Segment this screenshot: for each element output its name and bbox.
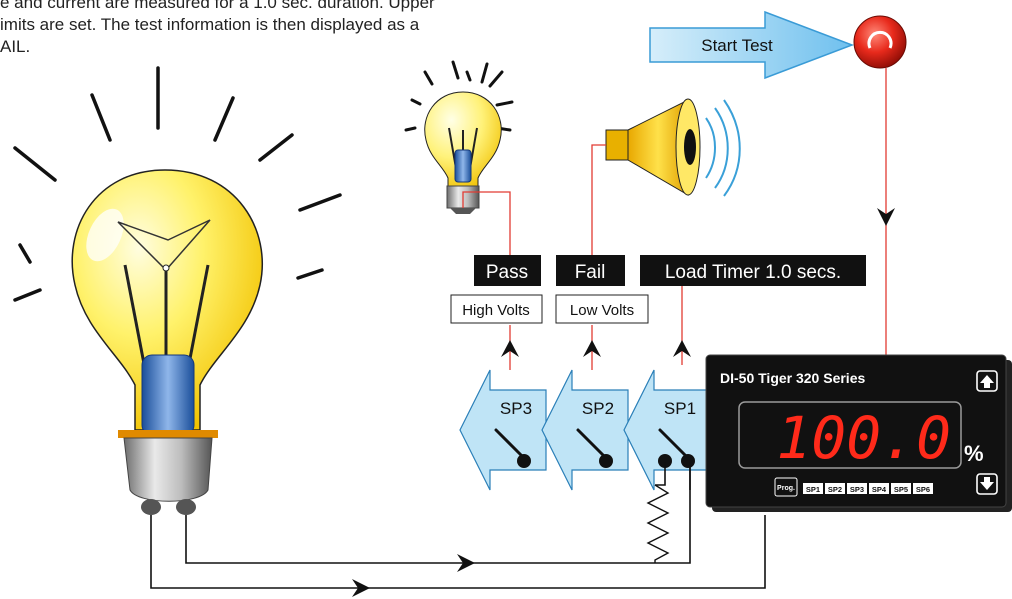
svg-text:Fail: Fail xyxy=(575,262,606,283)
red-wires xyxy=(462,68,887,370)
prog-button[interactable] xyxy=(774,477,798,497)
sp-button-sp4[interactable]: SP4 xyxy=(869,483,889,494)
contact-dot xyxy=(599,454,613,468)
high-volts-label-box: High Volts xyxy=(450,294,543,324)
bulb-icon xyxy=(71,169,264,515)
sp-button-label: SP2 xyxy=(828,485,842,494)
sp-button-label: SP5 xyxy=(894,485,908,494)
relay-sp1: SP1 xyxy=(623,369,711,491)
setpoint-label: SP2 xyxy=(582,399,614,418)
intro-line-1: e and current are measured for a 1.0 sec… xyxy=(0,0,435,12)
intro-text: e and current are measured for a 1.0 sec… xyxy=(0,0,575,58)
sp-button-sp3[interactable]: SP3 xyxy=(847,483,867,494)
setpoint-label: SP3 xyxy=(500,399,532,418)
black-wires xyxy=(150,462,766,589)
sp-button-sp1[interactable]: SP1 xyxy=(803,483,823,494)
svg-text:High Volts: High Volts xyxy=(462,302,530,319)
arrow-head-up xyxy=(501,340,519,357)
load-timer-label-box: Load Timer 1.0 secs. xyxy=(640,255,866,286)
sp-button-label: SP3 xyxy=(850,485,864,494)
arrow-head-down xyxy=(877,208,895,226)
digital-display xyxy=(738,401,962,469)
sp-button-label: SP4 xyxy=(872,485,887,494)
svg-text:Pass: Pass xyxy=(486,262,528,283)
sp-button-sp2[interactable]: SP2 xyxy=(825,483,845,494)
bulb-rays xyxy=(13,66,342,302)
contact-dot xyxy=(681,454,695,468)
sp-button-row: SP1 SP2 SP3 SP4 SP5 SP6 xyxy=(803,483,933,494)
start-test-arrow: Start Test xyxy=(649,10,855,80)
sp-button-label: SP1 xyxy=(806,485,820,494)
intro-line-2: imits are set. The test information is t… xyxy=(0,15,420,34)
arrow-head-up xyxy=(673,340,691,357)
speaker-icon xyxy=(605,98,741,197)
setpoint-relays: SP3 SP2 SP1 xyxy=(459,369,711,491)
contact-dot xyxy=(517,454,531,468)
svg-text:Load Timer 1.0 secs.: Load Timer 1.0 secs. xyxy=(665,262,841,283)
svg-text:Prog.: Prog. xyxy=(777,485,795,492)
arrow-head-right xyxy=(457,554,475,572)
svg-text:Low Volts: Low Volts xyxy=(570,302,634,319)
sp-button-label: SP6 xyxy=(916,485,930,494)
low-volts-label-box: Low Volts xyxy=(555,294,649,324)
arrow-head-up xyxy=(583,340,601,357)
display-reading: 100.0 xyxy=(776,404,951,472)
setpoint-label: SP1 xyxy=(664,399,696,418)
relay-sp3: SP3 xyxy=(459,369,547,491)
resistor-icon xyxy=(646,484,670,563)
contact-dot xyxy=(658,454,672,468)
sp-button-sp6[interactable]: SP6 xyxy=(913,483,933,494)
arrow-head-right xyxy=(352,579,370,597)
intro-line-3: AIL. xyxy=(0,37,31,56)
sp-button-sp5[interactable]: SP5 xyxy=(891,483,911,494)
start-test-label: Start Test xyxy=(701,36,773,55)
pass-label-box: Pass xyxy=(474,255,541,286)
relay-sp2: SP2 xyxy=(541,369,629,491)
meter-title: DI-50 Tiger 320 Series xyxy=(720,370,865,386)
fail-label-box: Fail xyxy=(556,255,625,286)
panel-meter: DI-50 Tiger 320 Series 100.0 % Prog. SP1… xyxy=(705,354,1012,512)
start-test-button[interactable] xyxy=(853,15,907,69)
display-unit: % xyxy=(964,441,984,466)
